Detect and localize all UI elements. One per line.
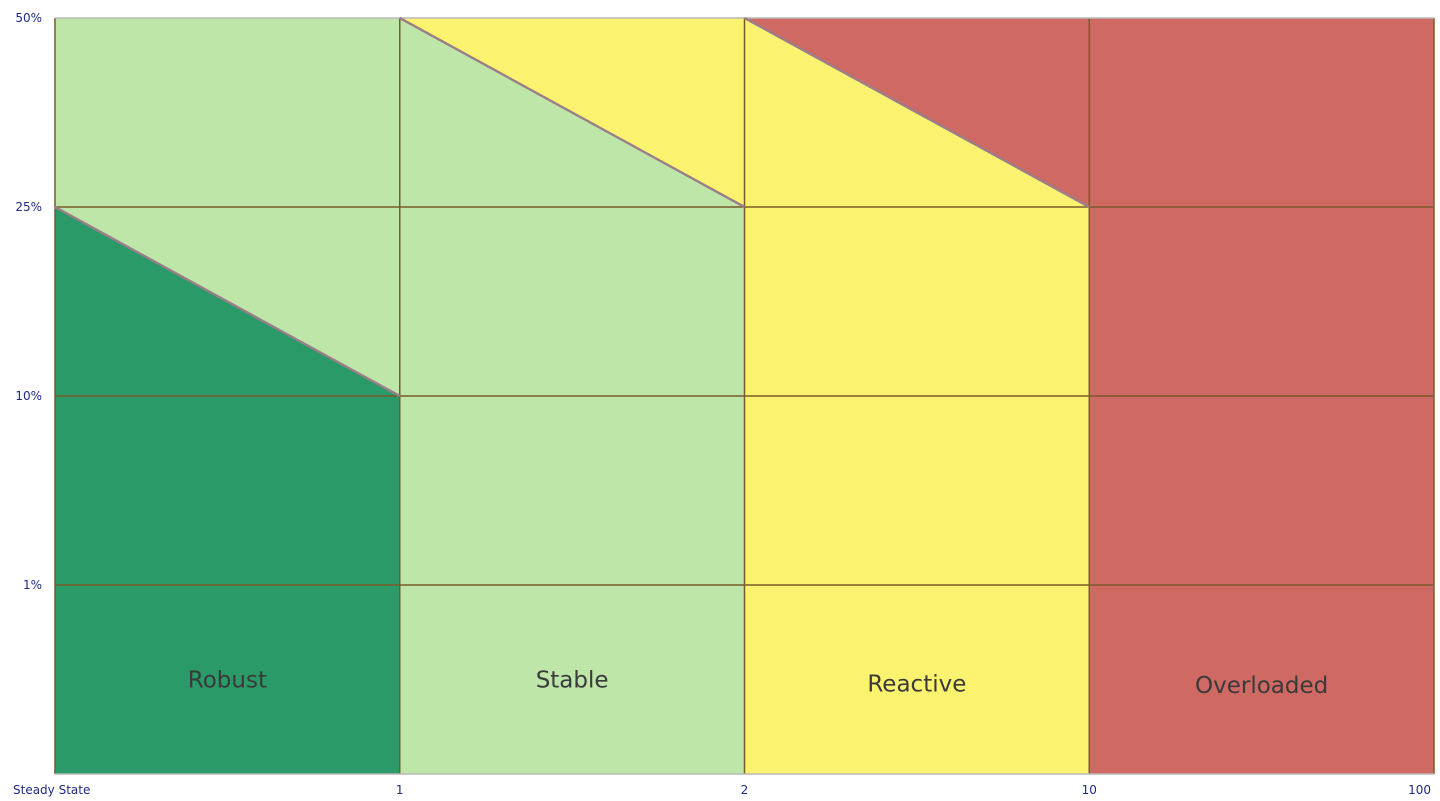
region-label-robust: Robust	[188, 668, 267, 694]
region-labels: Robust Stable Reactive Overloaded	[188, 668, 1328, 700]
y-tick-label: 25%	[15, 200, 42, 214]
zone-boundary-line	[54, 206, 401, 397]
y-axis-ticks: 1% 10% 25% 50%	[15, 11, 42, 592]
zone-boundary-line	[399, 17, 746, 208]
zone-boundaries	[54, 17, 1090, 397]
x-tick-label: 1	[396, 783, 404, 797]
region-label-stable: Stable	[536, 668, 609, 694]
y-tick-label: 10%	[15, 389, 42, 403]
x-tick-label: 2	[741, 783, 749, 797]
x-tick-label: 100	[1408, 783, 1431, 797]
x-tick-label: Steady State	[13, 783, 90, 797]
y-tick-label: 50%	[15, 11, 42, 25]
region-label-overloaded: Overloaded	[1195, 673, 1328, 699]
x-tick-label: 10	[1082, 783, 1097, 797]
x-axis-ticks: Steady State 1 2 10 100	[13, 783, 1431, 797]
zone-boundary-line	[743, 17, 1090, 208]
region-label-reactive: Reactive	[867, 671, 966, 697]
y-tick-label: 1%	[23, 578, 42, 592]
